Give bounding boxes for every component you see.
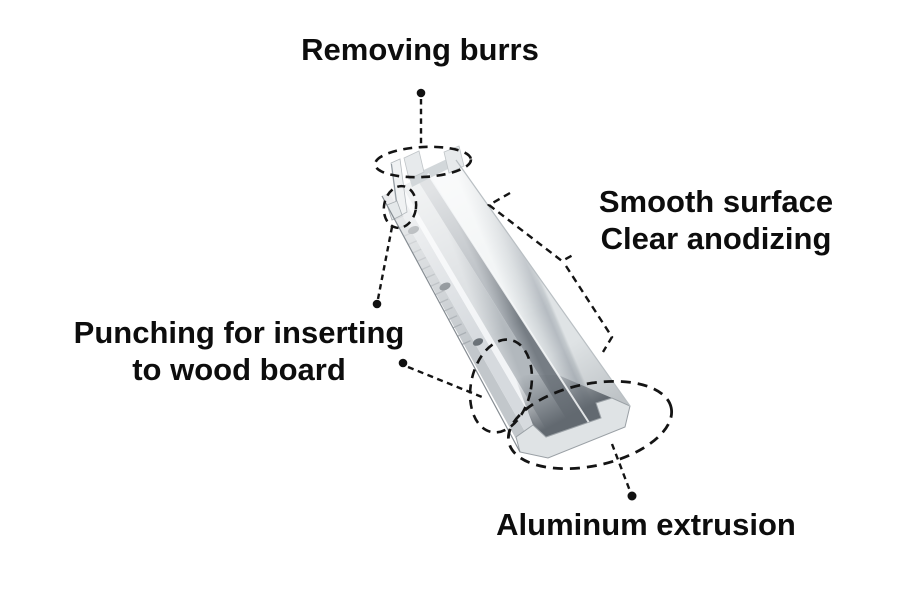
callout-dot-punching-2 [398,358,408,368]
label-punching-line2: to wood board [132,352,346,387]
rail-right-edge [455,159,631,407]
rail-top-lip-left [403,150,425,180]
rail-burr-notch-tab [386,200,403,221]
label-removing-burrs: Removing burrs [240,31,600,68]
label-punching-line1: Punching for inserting [73,315,405,350]
label-removing-burrs-text: Removing burrs [301,32,539,67]
rail-top-left-blade [390,158,408,218]
label-aluminum-extrusion: Aluminum extrusion [466,506,826,543]
callout-ellipse-channel [468,338,534,434]
callout-dot-removing-burrs [416,88,426,98]
callout-ellipse-burr-notch [382,184,418,230]
callout-bracket-smooth-surface [486,191,614,353]
callouts [372,88,674,501]
label-punching: Punching for inserting to wood board [59,314,419,388]
callout-line-aluminum [610,443,632,492]
callout-ellipse-bottom-end [506,379,674,471]
callout-dot-punching-1 [372,299,382,309]
rail-inner-lip-highlight [427,173,590,423]
rail-left-edge [381,195,521,453]
label-smooth-surface-line2: Clear anodizing [600,221,832,256]
callout-line-punching-1 [376,226,394,300]
label-smooth-surface: Smooth surface Clear anodizing [560,183,872,257]
callout-ellipse-top-end [373,145,473,179]
extrusion-rail [381,145,631,459]
rail-bottom-end-face [515,397,631,459]
label-aluminum-extrusion-text: Aluminum extrusion [496,507,796,542]
rail-slot-end-band [409,158,452,187]
label-smooth-surface-line1: Smooth surface [598,184,834,219]
rail-bottom-shading [427,160,630,422]
callout-dot-aluminum [627,491,637,501]
